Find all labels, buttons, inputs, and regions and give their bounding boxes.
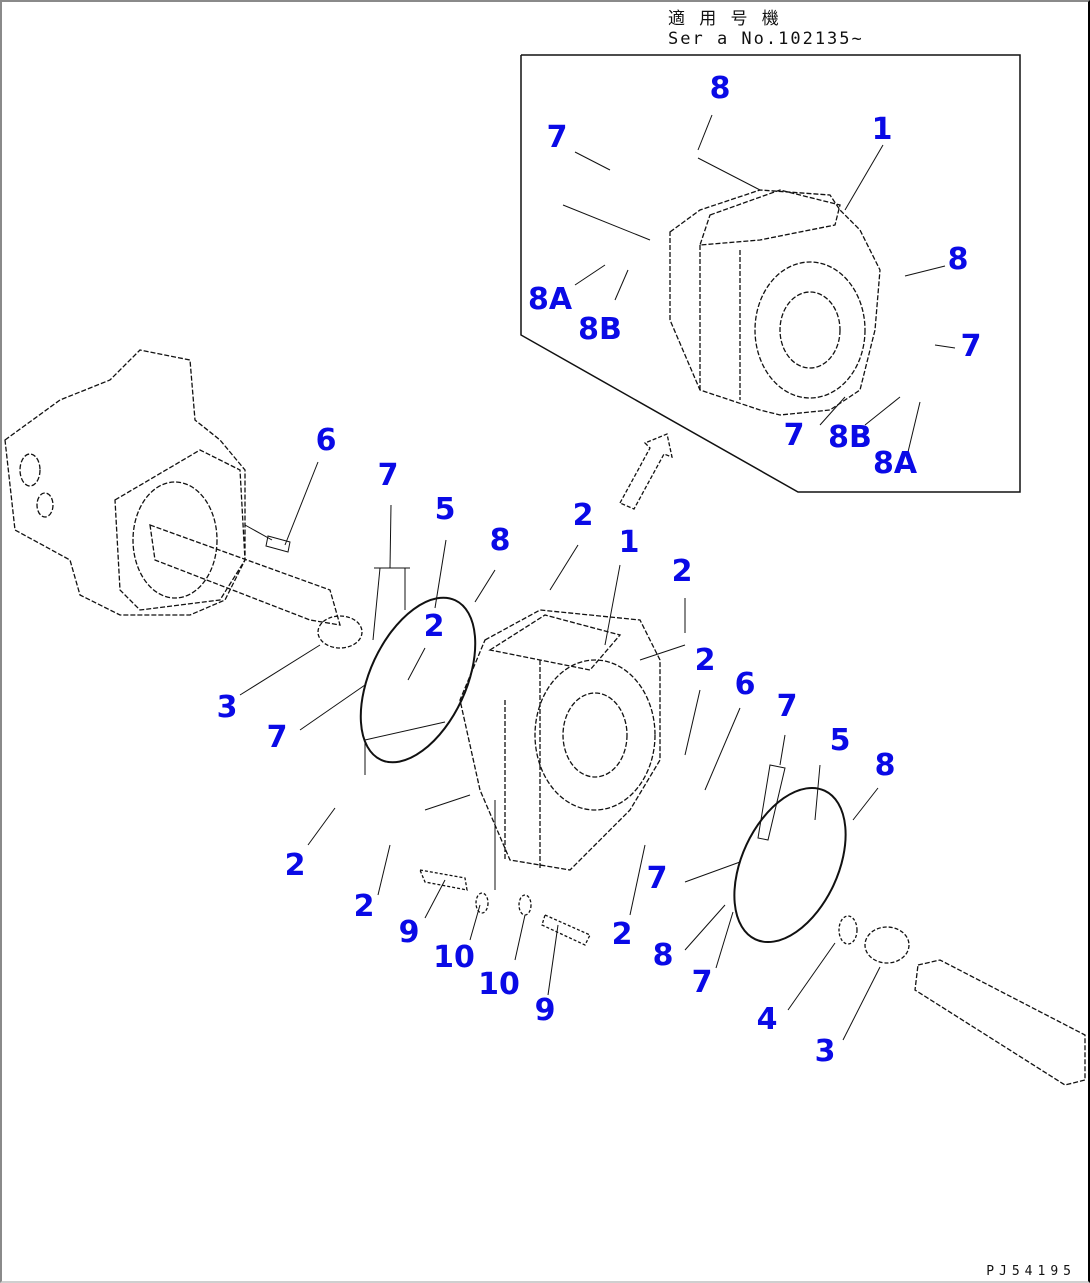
inset-callout-8a-left: 8A (527, 282, 573, 317)
callout-2-oring: 2 (423, 609, 445, 644)
callout-4: 4 (756, 1002, 778, 1037)
drawing-code: PJ54195 (986, 1264, 1076, 1279)
callout-3-right: 3 (814, 1034, 836, 1069)
inset-callout-8-right: 8 (947, 242, 969, 277)
serial-number-label: Ser a No.102135~ (668, 29, 864, 49)
left-leader-lines (239, 461, 321, 696)
callout-5-right: 5 (829, 723, 851, 758)
left-pump-assembly (4, 349, 341, 626)
callout-8-right-upper: 8 (874, 748, 896, 783)
callout-1-main: 1 (618, 525, 640, 560)
callout-7-lower: 7 (646, 861, 668, 896)
callout-2-top: 2 (572, 498, 594, 533)
inset-callout-1: 1 (871, 112, 893, 147)
inset-callout-8-top: 8 (709, 71, 731, 106)
o-ring-left (359, 596, 477, 764)
applicable-machine-label: 適 用 号 機 (668, 9, 781, 29)
inset-pump-body (669, 189, 881, 416)
inset-callout-7-bottom: 7 (783, 418, 805, 453)
callout-6-left: 6 (315, 423, 337, 458)
inset-callout-8b-left: 8B (578, 312, 622, 347)
callout-2-lower-left: 2 (284, 848, 306, 883)
callout-7-upper: 7 (377, 458, 399, 493)
o-ring-right (733, 786, 847, 944)
callout-9-left: 9 (398, 915, 420, 950)
callout-2-lower-right: 2 (611, 917, 633, 952)
callout-3-left: 3 (216, 690, 238, 725)
callout-2-right-top: 2 (671, 554, 693, 589)
inset-callout-7-right: 7 (960, 329, 982, 364)
output-shaft (914, 959, 1086, 1086)
bearing-right (864, 926, 910, 964)
right-leader-lines (684, 734, 881, 1041)
view-arrow (619, 433, 673, 510)
inset-leader-lines (562, 114, 956, 453)
callout-7-bottom: 7 (691, 965, 713, 1000)
callout-10-left: 10 (433, 940, 475, 975)
inset-callout-8a-bottom: 8A (872, 446, 918, 481)
inset-callout-7-left: 7 (546, 120, 568, 155)
snap-ring (838, 915, 858, 945)
callout-8-left: 8 (489, 523, 511, 558)
left-seal-leaders (299, 504, 496, 731)
callout-2-right: 2 (694, 643, 716, 678)
callout-5-left: 5 (434, 492, 456, 527)
callout-8-lower: 8 (652, 938, 674, 973)
callout-7-right-upper: 7 (776, 689, 798, 724)
callout-10-right: 10 (478, 967, 520, 1002)
bearing-left (317, 615, 363, 649)
callout-6-right: 6 (734, 667, 756, 702)
callout-2-lower-mid: 2 (353, 889, 375, 924)
inset-callout-8b-bottom: 8B (828, 420, 872, 455)
center-leader-lines (307, 544, 741, 996)
inset-frame (520, 54, 1021, 493)
center-pump-body (459, 609, 661, 871)
callout-9-right: 9 (534, 993, 556, 1028)
bolts-and-washers (418, 869, 591, 946)
callout-7-left: 7 (266, 720, 288, 755)
